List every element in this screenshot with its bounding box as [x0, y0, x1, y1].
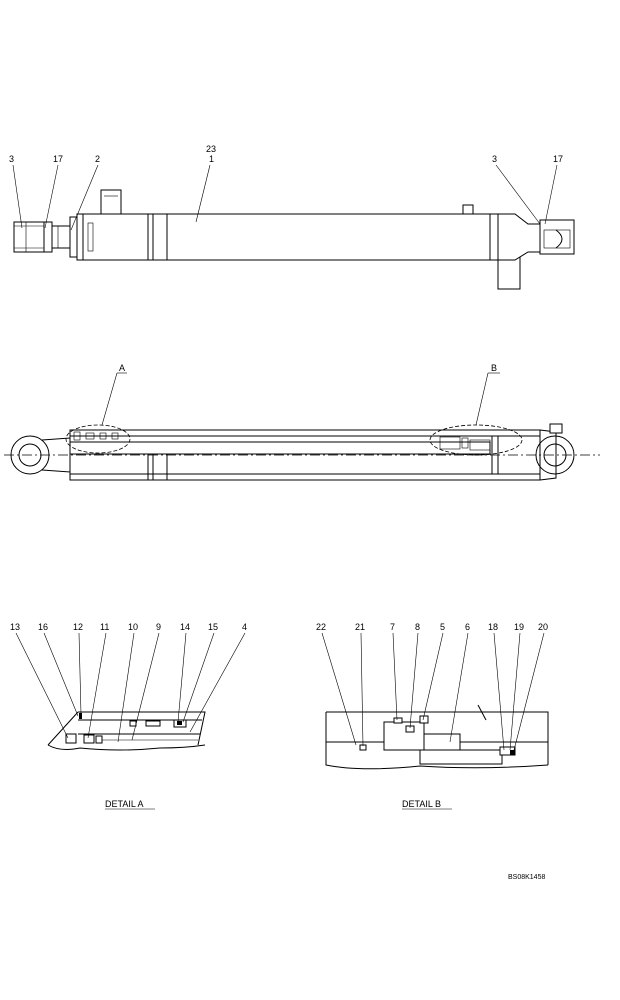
- callout-11: 11: [100, 622, 109, 632]
- detail-b-leaders: [321, 632, 545, 755]
- callout-12: 12: [73, 622, 83, 632]
- callout-3-left: 3: [9, 154, 14, 164]
- callout-9: 9: [156, 622, 161, 632]
- section-view-cylinder: [4, 372, 600, 481]
- callout-16: 16: [38, 622, 48, 632]
- callout-6: 6: [465, 622, 470, 632]
- callout-18: 18: [488, 622, 498, 632]
- top-view-leaders: [12, 164, 558, 231]
- section-view-callout-labels: A B: [119, 363, 497, 373]
- detail-a-title: DETAIL A: [105, 799, 144, 809]
- callout-10: 10: [128, 622, 138, 632]
- callout-7: 7: [390, 622, 395, 632]
- detail-b-drawing: [325, 704, 549, 770]
- callout-21: 21: [355, 622, 365, 632]
- callout-23: 23: [206, 144, 216, 154]
- callout-2: 2: [95, 154, 100, 164]
- callout-1: 1: [209, 154, 214, 164]
- top-view-cylinder: [13, 189, 575, 290]
- detail-b-title: DETAIL B: [402, 799, 441, 809]
- top-view-callout-labels: 3 17 2 23 1 3 17: [9, 144, 563, 164]
- detail-a-drawing: [47, 711, 206, 751]
- detail-a-callout-labels: 13 16 12 11 10 9 14 15 4: [10, 622, 247, 632]
- callout-8: 8: [415, 622, 420, 632]
- callout-13: 13: [10, 622, 20, 632]
- detail-a-leaders: [15, 632, 246, 743]
- callout-22: 22: [316, 622, 326, 632]
- callout-19: 19: [514, 622, 524, 632]
- callout-detail-a-ref: A: [119, 363, 125, 373]
- callout-3-right: 3: [492, 154, 497, 164]
- callout-17-left: 17: [53, 154, 63, 164]
- callout-4: 4: [242, 622, 247, 632]
- drawing-code: BS08K1458: [508, 874, 545, 881]
- detail-b-callout-labels: 22 21 7 8 5 6 18 19 20: [316, 622, 548, 632]
- callout-5: 5: [440, 622, 445, 632]
- callout-20: 20: [538, 622, 548, 632]
- callout-15: 15: [208, 622, 218, 632]
- callout-14: 14: [180, 622, 190, 632]
- callout-detail-b-ref: B: [491, 363, 497, 373]
- callout-17-right: 17: [553, 154, 563, 164]
